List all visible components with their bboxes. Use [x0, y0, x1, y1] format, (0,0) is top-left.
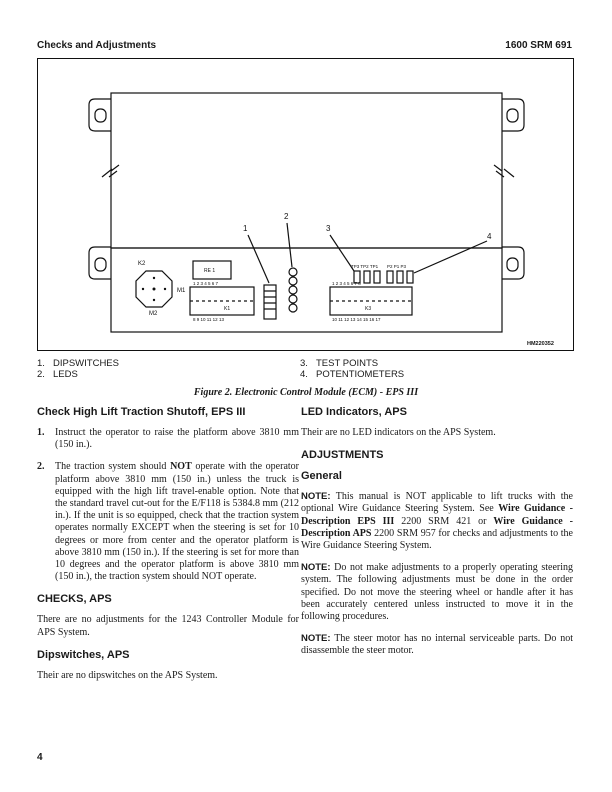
- paragraph-dipswitches-aps: Their are no dipswitches on the APS Syst…: [37, 669, 218, 681]
- heading-general: General: [301, 470, 342, 483]
- callout-list-right: 3.TEST POINTS 4.POTENTIOMETERS: [300, 358, 404, 380]
- heading-dipswitches-aps: Dipswitches, APS: [37, 648, 130, 661]
- k3-pins-bottom: 10 11 12 13 14 15 16 17: [332, 317, 381, 322]
- note-steer-motor: NOTE: The steer motor has no internal se…: [301, 633, 573, 657]
- callout-list-left: 1.DIPSWITCHES 2.LEDS: [37, 358, 119, 380]
- step-2: 2. The traction system should NOT operat…: [37, 461, 299, 583]
- heading-checks-aps: CHECKS, APS: [37, 593, 112, 606]
- label-m1: M1: [177, 288, 186, 294]
- callout-item: 1.DIPSWITCHES: [37, 358, 119, 369]
- left-column: Check High Lift Traction Shutoff, EPS II…: [37, 406, 299, 692]
- ecm-drawing: K2 M1 M2 RE 1 1 2 3 4 5 6 7 K1 8 9 10 11…: [88, 92, 554, 347]
- note-adjustment-order: NOTE: Do not make adjustments to a prope…: [301, 562, 573, 623]
- heading-high-lift-shutoff: Check High Lift Traction Shutoff, EPS II…: [37, 406, 246, 418]
- paragraph-checks-aps: There are no adjustments for the 1243 Co…: [37, 614, 299, 638]
- k1-pins-top: 1 2 3 4 5 6 7: [193, 281, 219, 286]
- running-header-doc-id: 1600 SRM 691: [505, 40, 572, 51]
- page-number: 4: [37, 752, 43, 763]
- label-k1: K1: [224, 306, 230, 312]
- heading-led-indicators: LED Indicators, APS: [301, 406, 407, 418]
- ecm-figure: K2 M1 M2 RE 1 1 2 3 4 5 6 7 K1 8 9 10 11…: [37, 58, 574, 351]
- callout-4: 4: [487, 232, 492, 241]
- k3-pins-top: 1 2 3 4 5 6 7 8: [332, 281, 361, 286]
- running-header-section: Checks and Adjustments: [37, 40, 157, 51]
- callout-2: 2: [284, 212, 289, 221]
- callout-1: 1: [243, 224, 248, 233]
- label-k3: K3: [365, 306, 371, 312]
- step-1: 1. Instruct the operator to raise the pl…: [37, 427, 299, 451]
- right-column: LED Indicators, APS Their are no LED ind…: [301, 406, 573, 668]
- label-test-points: TP3 TP2 TP1: [351, 264, 379, 269]
- k1-pins-bottom: 8 9 10 11 12 13: [193, 317, 224, 322]
- paragraph-led-indicators: Their are no LED indicators on the APS S…: [301, 427, 496, 438]
- callout-item: 2.LEDS: [37, 369, 78, 380]
- label-m2: M2: [149, 311, 158, 317]
- figure-caption: Figure 2. Electronic Control Module (ECM…: [193, 387, 419, 398]
- figure-code: HM220352: [527, 341, 554, 347]
- heading-adjustments: ADJUSTMENTS: [301, 449, 384, 462]
- note-wire-guidance: NOTE: This manual is NOT applicable to l…: [301, 491, 574, 552]
- callout-item: 3.TEST POINTS: [300, 358, 379, 369]
- label-potentiometers: P2 P1 P3: [387, 264, 407, 269]
- label-k2: K2: [138, 261, 146, 267]
- callout-item: 4.POTENTIOMETERS: [300, 369, 405, 380]
- label-re1: RE 1: [204, 268, 215, 274]
- callout-3: 3: [326, 224, 331, 233]
